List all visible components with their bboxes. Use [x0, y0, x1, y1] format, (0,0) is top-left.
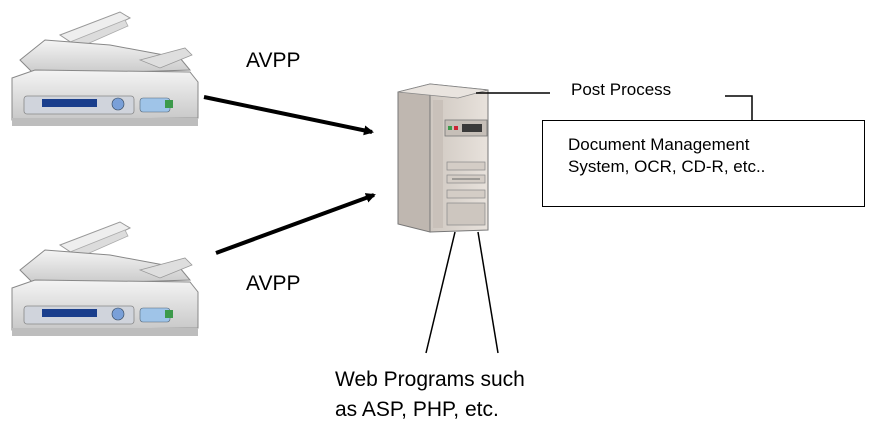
post-process-line-right	[725, 95, 753, 120]
dms-box	[542, 120, 865, 207]
avpp-label-top: AVPP	[246, 49, 301, 72]
dms-line-1: Document Management	[568, 135, 750, 154]
post-process-label: Post Process	[571, 80, 672, 99]
avpp-label-bottom: AVPP	[246, 272, 301, 295]
scanner-icon	[11, 11, 199, 126]
web-programs-text: Web Programs such as ASP, PHP, etc.	[335, 365, 525, 425]
server-tower-icon	[397, 83, 489, 233]
dms-text: Document Management System, OCR, CD-R, e…	[568, 134, 765, 178]
arrow-bottom	[215, 193, 376, 255]
web-line-2: as ASP, PHP, etc.	[335, 398, 499, 421]
web-line-left	[425, 231, 456, 354]
dms-line-2: System, OCR, CD-R, etc..	[568, 157, 766, 176]
arrow-top	[203, 95, 374, 136]
web-line-1: Web Programs such	[335, 368, 525, 391]
scanner-icon	[11, 221, 199, 336]
web-line-right	[477, 231, 499, 354]
